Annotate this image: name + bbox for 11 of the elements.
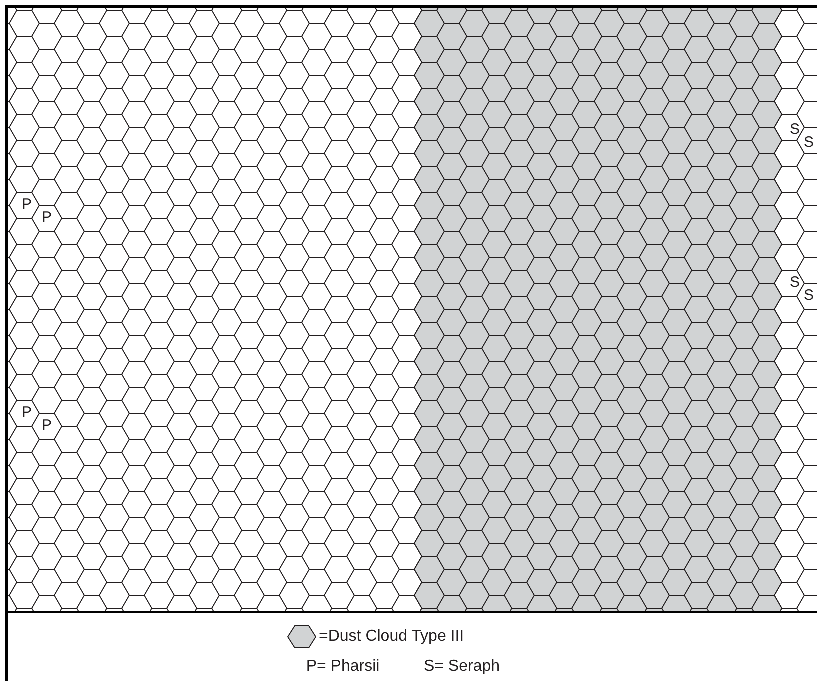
key-text: P= Pharsii [306,659,380,674]
hex-marker-letter: S [790,122,800,137]
hex-marker-letter: P [42,210,52,225]
hex-marker-letter: S [804,135,814,150]
hex-marker-letter: P [22,405,32,420]
hex-marker-letter: P [22,197,32,212]
hex-marker-letter: S [804,288,814,303]
hex-marker-letter: S [790,275,800,290]
legend-text: =Dust Cloud Type III [319,629,464,644]
key-text: S= Seraph [424,659,500,674]
hex-marker-letter: P [42,418,52,433]
